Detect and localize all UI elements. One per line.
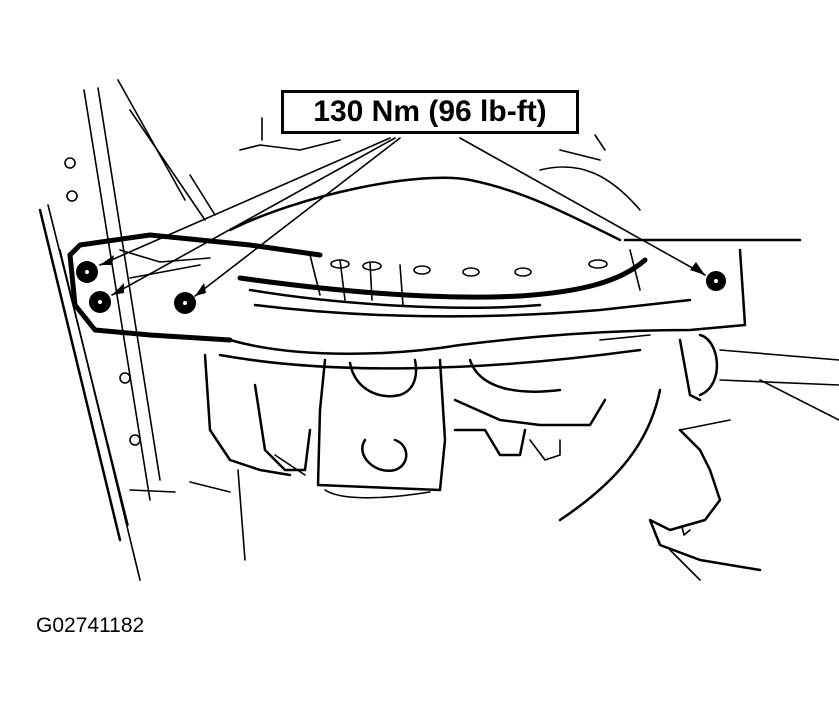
upper-structure: [189, 117, 802, 242]
arrowhead-icon: [112, 283, 124, 295]
arrowhead-icon: [195, 283, 206, 296]
callout-arrows: [99, 137, 706, 297]
lower-components: [203, 333, 839, 581]
arrowhead-icon: [100, 255, 114, 265]
arrowhead-icon: [690, 262, 705, 275]
body-pillar-lines: [38, 79, 246, 581]
torque-callout: 130 Nm (96 lb-ft): [281, 90, 579, 134]
crossmember: [67, 232, 747, 370]
torque-label: 130 Nm (96 lb-ft): [313, 95, 547, 128]
figure-id: G02741182: [36, 614, 145, 637]
bolts: [76, 261, 726, 314]
